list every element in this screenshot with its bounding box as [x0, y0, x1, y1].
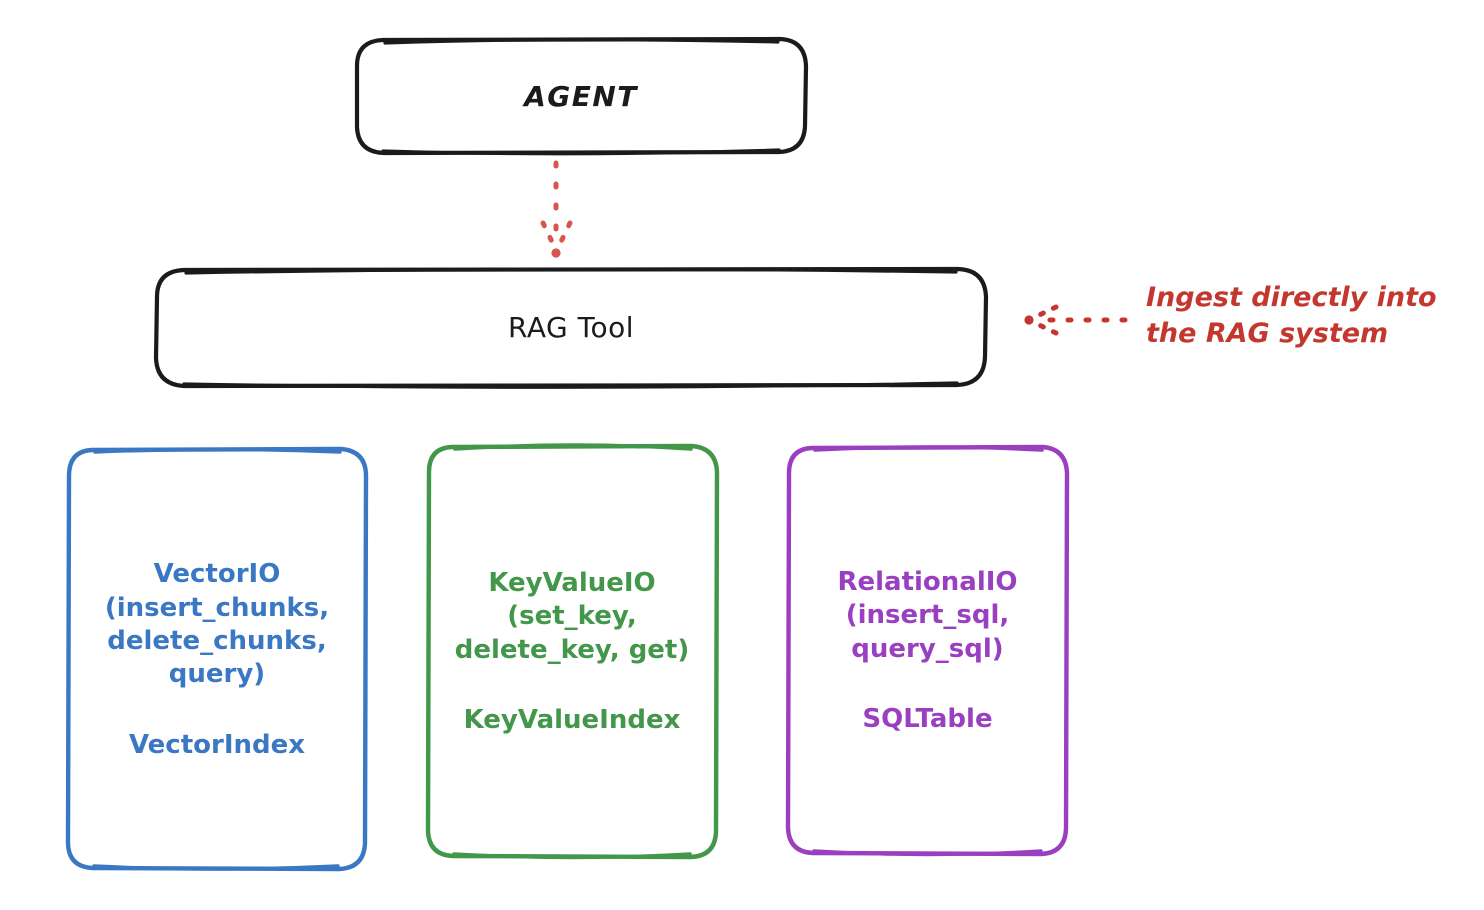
relational-io-api-label: RelationalIO (insert_sql, query_sql) [837, 567, 1018, 664]
key-value-io-node[interactable]: KeyValueIO (set_key, delete_key, get) Ke… [427, 445, 717, 857]
key-value-io-label-stack: KeyValueIO (set_key, delete_key, get) Ke… [427, 567, 717, 735]
relational-io-label-stack: RelationalIO (insert_sql, query_sql) SQL… [788, 566, 1067, 734]
rag-tool-node[interactable]: RAG Tool [156, 268, 986, 386]
ingest-annotation-text: Ingest directly into the RAG system [1146, 282, 1437, 349]
rag-tool-label: RAG Tool [508, 310, 634, 344]
agent-label-stack: AGENT [356, 80, 806, 113]
vector-io-node[interactable]: VectorIO (insert_chunks, delete_chunks, … [67, 448, 367, 870]
vector-io-label-stack: VectorIO (insert_chunks, delete_chunks, … [67, 558, 367, 759]
vector-index-label: VectorIndex [128, 729, 306, 760]
sql-table-label: SQLTable [862, 703, 993, 734]
vector-io-api-label: VectorIO (insert_chunks, delete_chunks, … [104, 559, 330, 690]
agent-to-rag-connector [540, 160, 573, 258]
rag-tool-label-stack: RAG Tool [156, 311, 986, 344]
relational-io-node[interactable]: RelationalIO (insert_sql, query_sql) SQL… [788, 446, 1067, 854]
key-value-index-label: KeyValueIndex [463, 704, 681, 735]
ingest-to-rag-connector [1024, 304, 1128, 336]
agent-node[interactable]: AGENT [356, 38, 806, 154]
key-value-io-api-label: KeyValueIO (set_key, delete_key, get) [454, 568, 690, 665]
agent-label: AGENT [524, 79, 638, 113]
